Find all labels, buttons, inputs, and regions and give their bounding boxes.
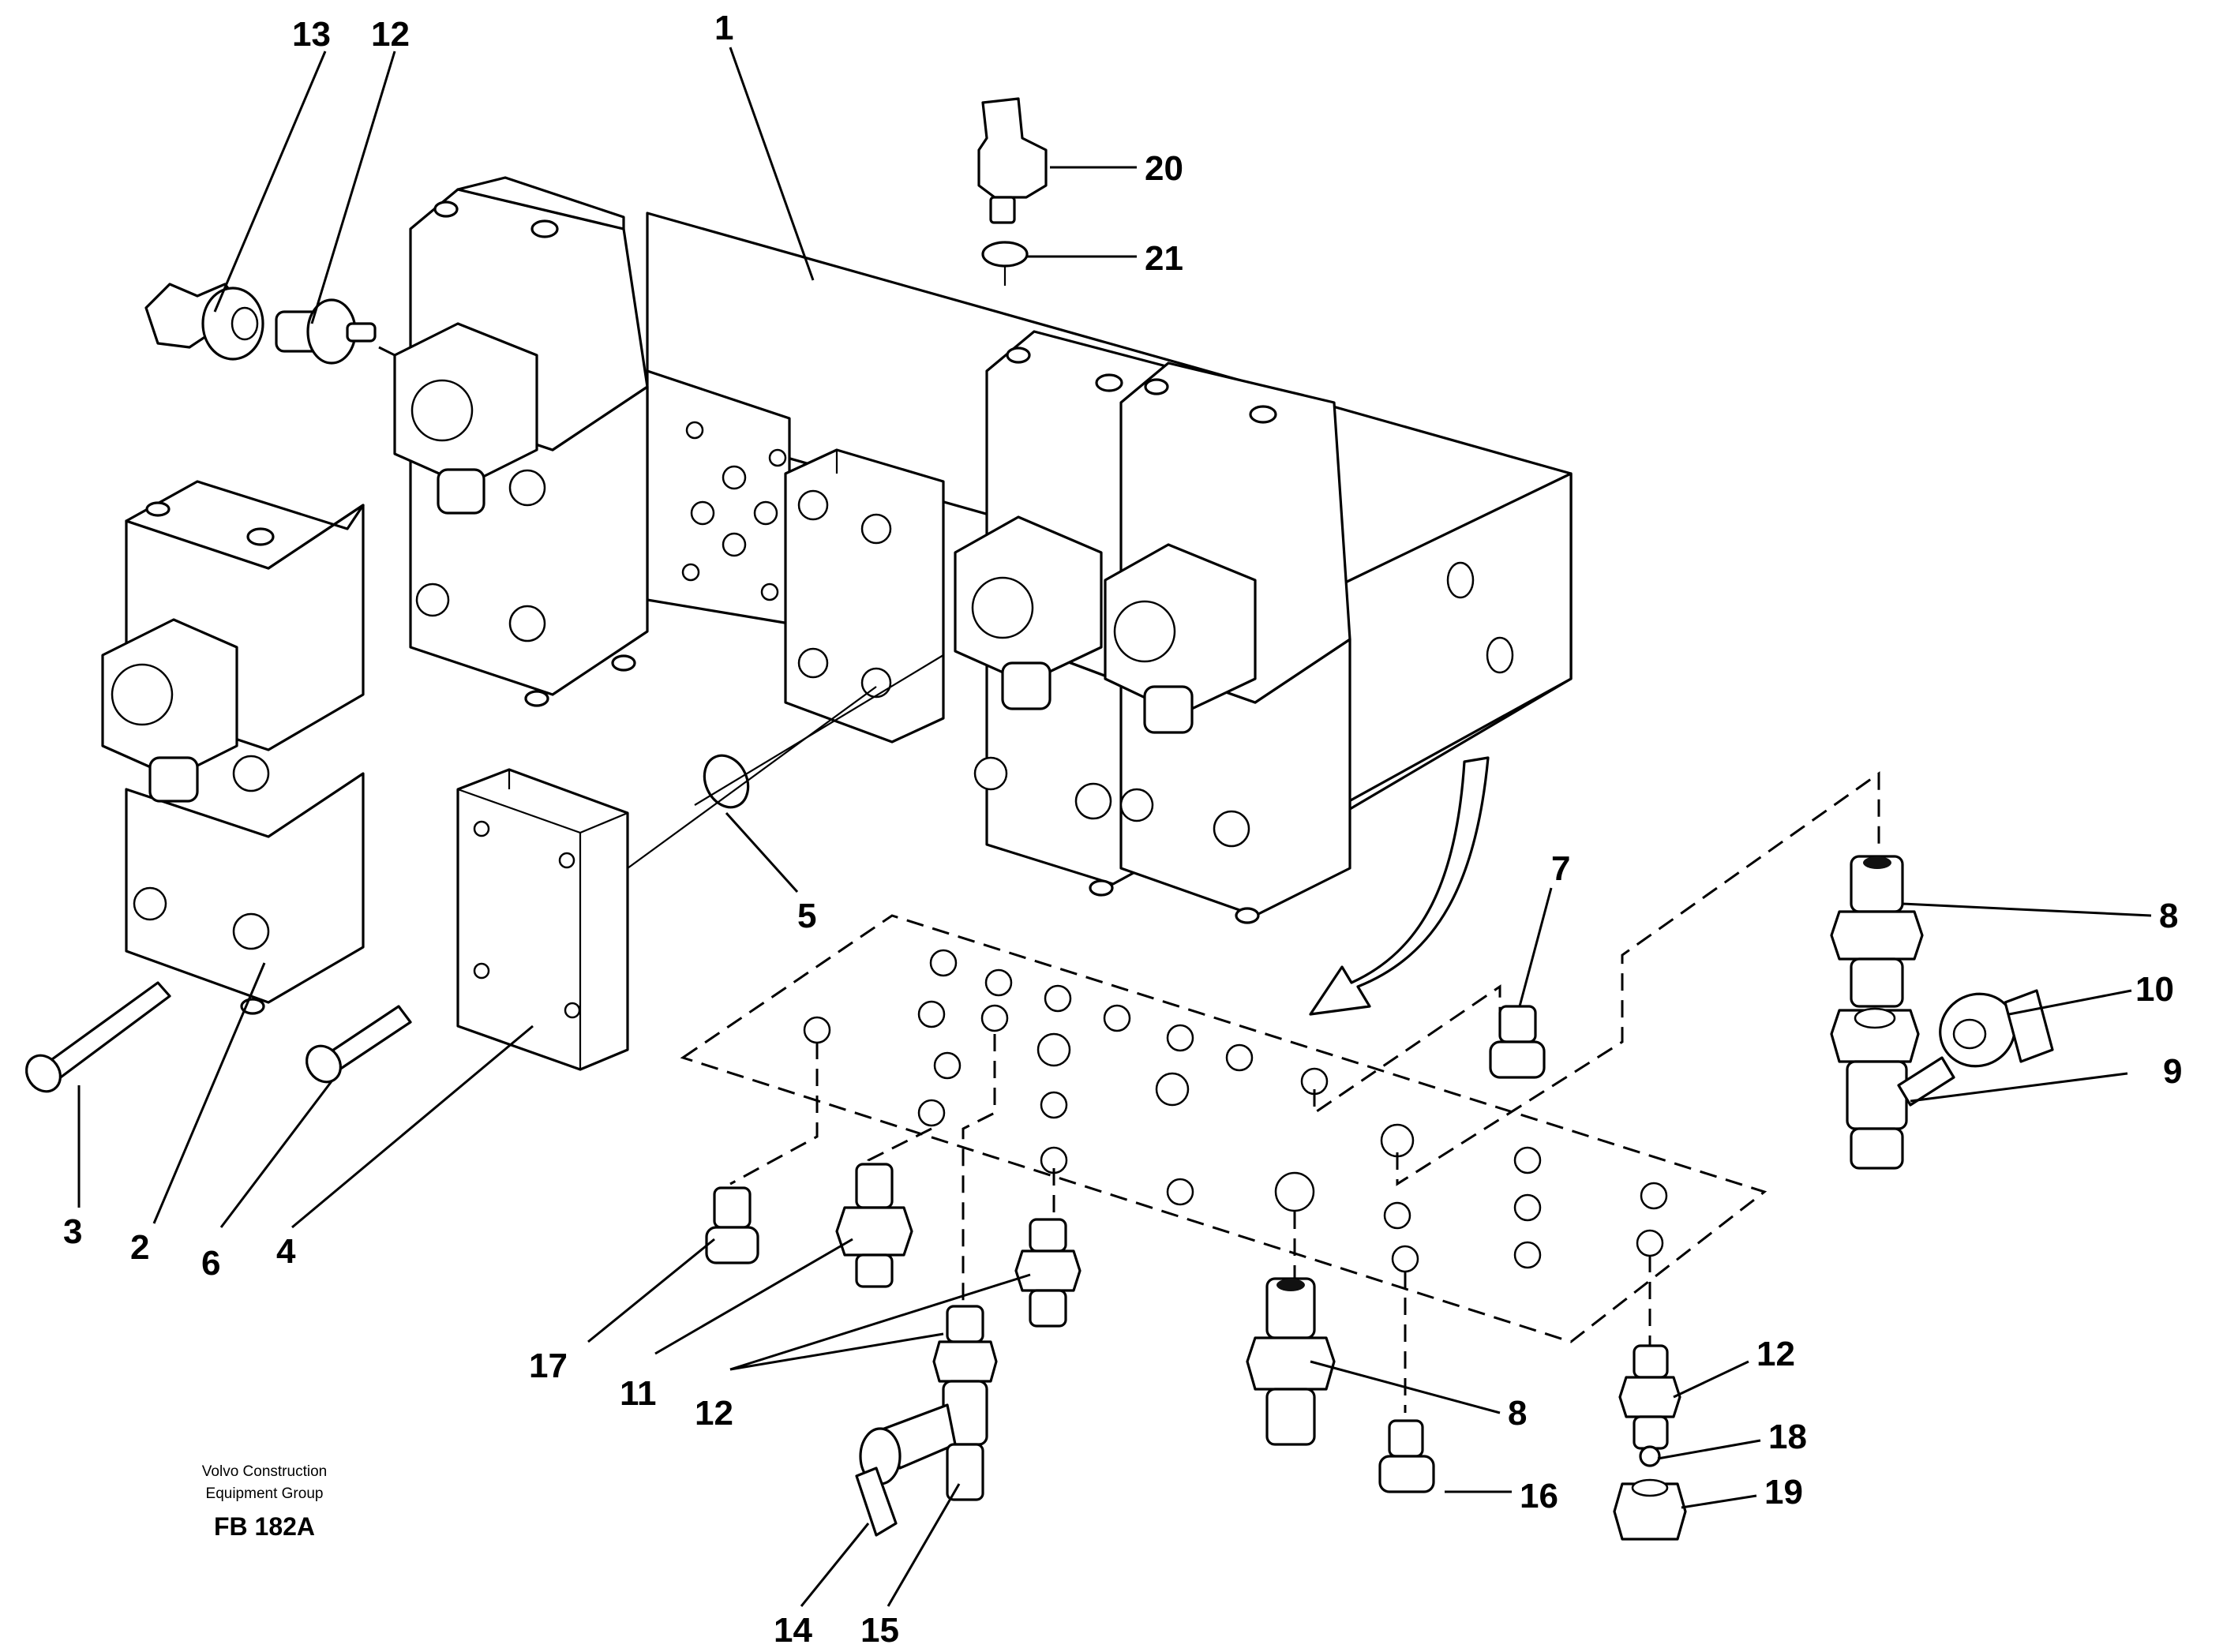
- fitting-20: [977, 97, 1048, 224]
- nut-19: [1613, 1478, 1687, 1541]
- solenoid-valve-2: [101, 480, 365, 1015]
- fitting-12-right: [1618, 1344, 1681, 1450]
- cover-plate-mounted: [784, 448, 945, 744]
- callout-9: 9: [2163, 1052, 2182, 1091]
- gasket-outline: [680, 914, 1768, 1343]
- callout-16: 16: [1520, 1477, 1558, 1515]
- tee-fitting-14-15: [855, 1305, 998, 1537]
- credit-line-1: Volvo Construction: [202, 1463, 327, 1480]
- callout-12-top: 12: [371, 15, 410, 54]
- callout-10: 10: [2135, 970, 2174, 1009]
- solenoid-valve-left: [393, 176, 649, 707]
- fitting-12-mid: [1014, 1218, 1082, 1328]
- assembly-arrow: [1309, 756, 1490, 1016]
- elbow-fitting-13: [144, 283, 264, 361]
- leader-lines: [77, 47, 2152, 1607]
- fitting-8-right: [1830, 855, 1924, 1008]
- fitting-11: [835, 1163, 913, 1288]
- callout-14: 14: [774, 1611, 812, 1650]
- screw-3: [25, 981, 171, 1093]
- callout-5: 5: [797, 897, 816, 935]
- callout-8-right: 8: [2159, 897, 2178, 935]
- plug-16: [1378, 1419, 1435, 1493]
- screw-6: [306, 1005, 412, 1084]
- tee-fitting-9: [1830, 1007, 1955, 1170]
- cover-plate-4: [456, 768, 629, 1071]
- callout-13: 13: [292, 15, 331, 54]
- callout-21: 21: [1145, 239, 1183, 278]
- callout-2: 2: [130, 1228, 149, 1267]
- callout-4: 4: [276, 1232, 296, 1271]
- callout-20: 20: [1145, 149, 1183, 188]
- credit-line-2: Equipment Group: [206, 1485, 324, 1502]
- ball-18: [1639, 1445, 1661, 1467]
- callout-11: 11: [620, 1374, 657, 1413]
- callout-17: 17: [529, 1347, 568, 1385]
- fitting-12-top: [275, 298, 377, 365]
- callout-labels: 1 13 12 20 21 5 7 8 10 9 3 2 6 4 17 11 1…: [63, 9, 2182, 1650]
- callout-7: 7: [1551, 849, 1570, 888]
- callout-18: 18: [1768, 1418, 1807, 1456]
- callout-12-right: 12: [1756, 1335, 1795, 1373]
- callout-15: 15: [860, 1611, 899, 1650]
- o-ring-5: [703, 754, 750, 809]
- solenoid-valve-right-b: [1104, 361, 1351, 924]
- callout-6: 6: [201, 1244, 220, 1283]
- figure-code: FB 182A: [214, 1512, 315, 1541]
- washer-21: [981, 241, 1029, 268]
- callout-3: 3: [63, 1212, 82, 1251]
- plug-7: [1489, 1005, 1546, 1079]
- plug-17: [705, 1186, 759, 1264]
- callout-12-mid: 12: [695, 1394, 733, 1433]
- callout-1: 1: [714, 9, 733, 47]
- fitting-8-mid: [1246, 1277, 1336, 1446]
- callout-19: 19: [1764, 1473, 1803, 1512]
- credit-block: Volvo Construction Equipment Group FB 18…: [202, 1463, 327, 1541]
- callout-8-mid: 8: [1508, 1394, 1527, 1433]
